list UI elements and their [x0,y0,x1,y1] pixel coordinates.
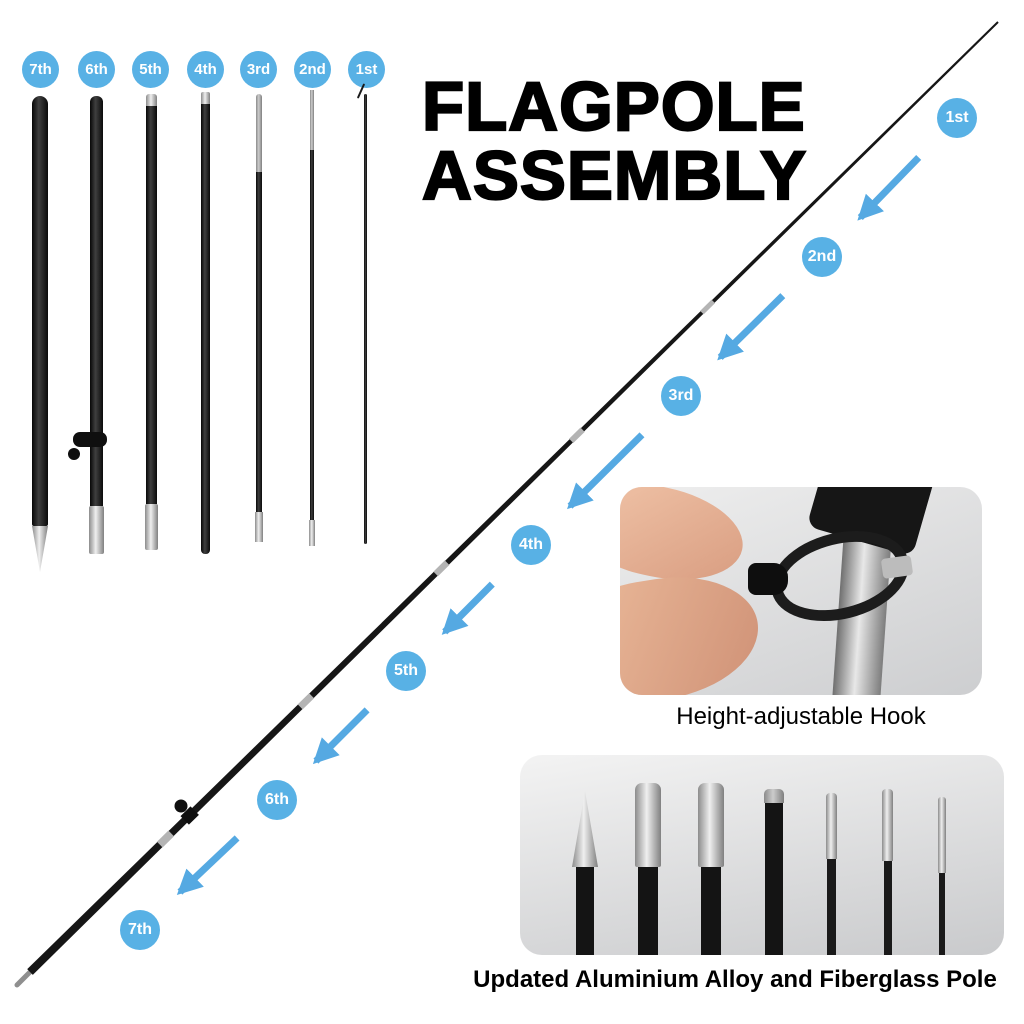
title-line-2: ASSEMBLY [421,137,808,214]
pole-shaft [32,96,48,526]
pole-tips-caption: Updated Aluminium Alloy and Fiberglass P… [473,966,997,993]
fiberglass-top [310,90,314,150]
pole-shaft [765,803,783,955]
pole-shaft [939,873,945,955]
assembly-arrow-5 [312,707,370,765]
hook-clip-on-pole [180,806,199,825]
rod-tip [826,793,837,859]
assembly-arrow-6 [176,835,240,895]
segment-badge-6th: 6th [78,51,115,88]
hook-knob [748,563,788,595]
tip-ferrule [635,783,661,955]
flag-hook-clip [73,432,107,447]
assembled-pole [27,21,999,975]
pole-segment-6 [68,96,107,556]
finger-thumb [620,564,768,695]
hook-bolt [880,555,914,579]
hook-detail-panel [620,487,982,695]
assembly-arrow-2 [717,293,786,361]
segment-badge-3rd: 3rd [240,51,277,88]
top-cap [764,789,784,803]
pole-shaft [701,867,721,955]
assembly-arrow-1 [857,154,922,221]
spike-cone-icon [572,791,598,867]
pole-joint-icon [700,299,716,315]
pole-segment-3 [255,94,263,542]
tip-thin-rod [938,797,946,955]
step-badge-7th: 7th [120,910,160,950]
step-badge-4th: 4th [511,525,551,565]
pole-segment-7 [32,96,48,572]
ferrule-sleeve [635,783,661,867]
pole-shaft [638,867,658,955]
segment-badge-4th: 4th [187,51,224,88]
fiberglass-top [256,94,262,172]
tip-ferrule [698,783,724,955]
ferrule-sleeve [145,504,158,550]
pole-tips-panel [520,755,1004,955]
pole-ground-tip [14,967,35,988]
title-line-1: FLAGPOLE [421,68,806,145]
pole-shaft [364,94,367,544]
assembly-arrow-3 [567,432,645,510]
pole-joint-icon [569,427,585,444]
pole-joint-icon [156,830,175,848]
tip-thin-rod [826,793,837,955]
ferrule-sleeve [698,783,724,867]
flag-hook-knob [68,448,80,460]
segment-badge-7th: 7th [22,51,59,88]
top-cap [146,94,157,106]
segment-badge-1st: 1st [348,51,385,88]
tip-black-pole [764,789,784,955]
pole-joint-icon [297,693,315,710]
pole-segment-5 [145,94,158,552]
page-title: FLAGPOLE ASSEMBLY [421,68,808,214]
pole-shaft [90,96,103,506]
ferrule-sleeve [309,520,315,546]
assembly-arrow-4 [441,581,495,635]
pole-segment-1 [356,83,367,546]
hook-caption: Height-adjustable Hook [676,703,926,730]
pole-shaft [827,859,836,955]
tip-spike [572,791,598,955]
top-cap [201,92,210,104]
step-badge-3rd: 3rd [661,376,701,416]
pole-joint-icon [433,560,450,577]
pole-shaft [883,861,892,955]
pole-shaft [256,172,262,512]
pole-shaft [201,104,210,554]
rod-tip [938,797,946,873]
pole-shaft [146,106,157,504]
ferrule-sleeve [255,512,263,542]
pole-segment-2 [309,90,315,546]
segment-badge-2nd: 2nd [294,51,331,88]
step-badge-6th: 6th [257,780,297,820]
step-badge-1st: 1st [937,98,977,138]
pole-shaft [310,150,314,520]
step-badge-2nd: 2nd [802,237,842,277]
pole-segment-4 [201,92,210,554]
ferrule-sleeve [89,506,104,554]
tip-thin-rod [882,789,893,955]
segment-badge-5th: 5th [132,51,169,88]
hook-knob-on-pole [174,799,188,813]
rod-tip [882,789,893,861]
pole-shaft [576,867,594,955]
step-badge-5th: 5th [386,651,426,691]
